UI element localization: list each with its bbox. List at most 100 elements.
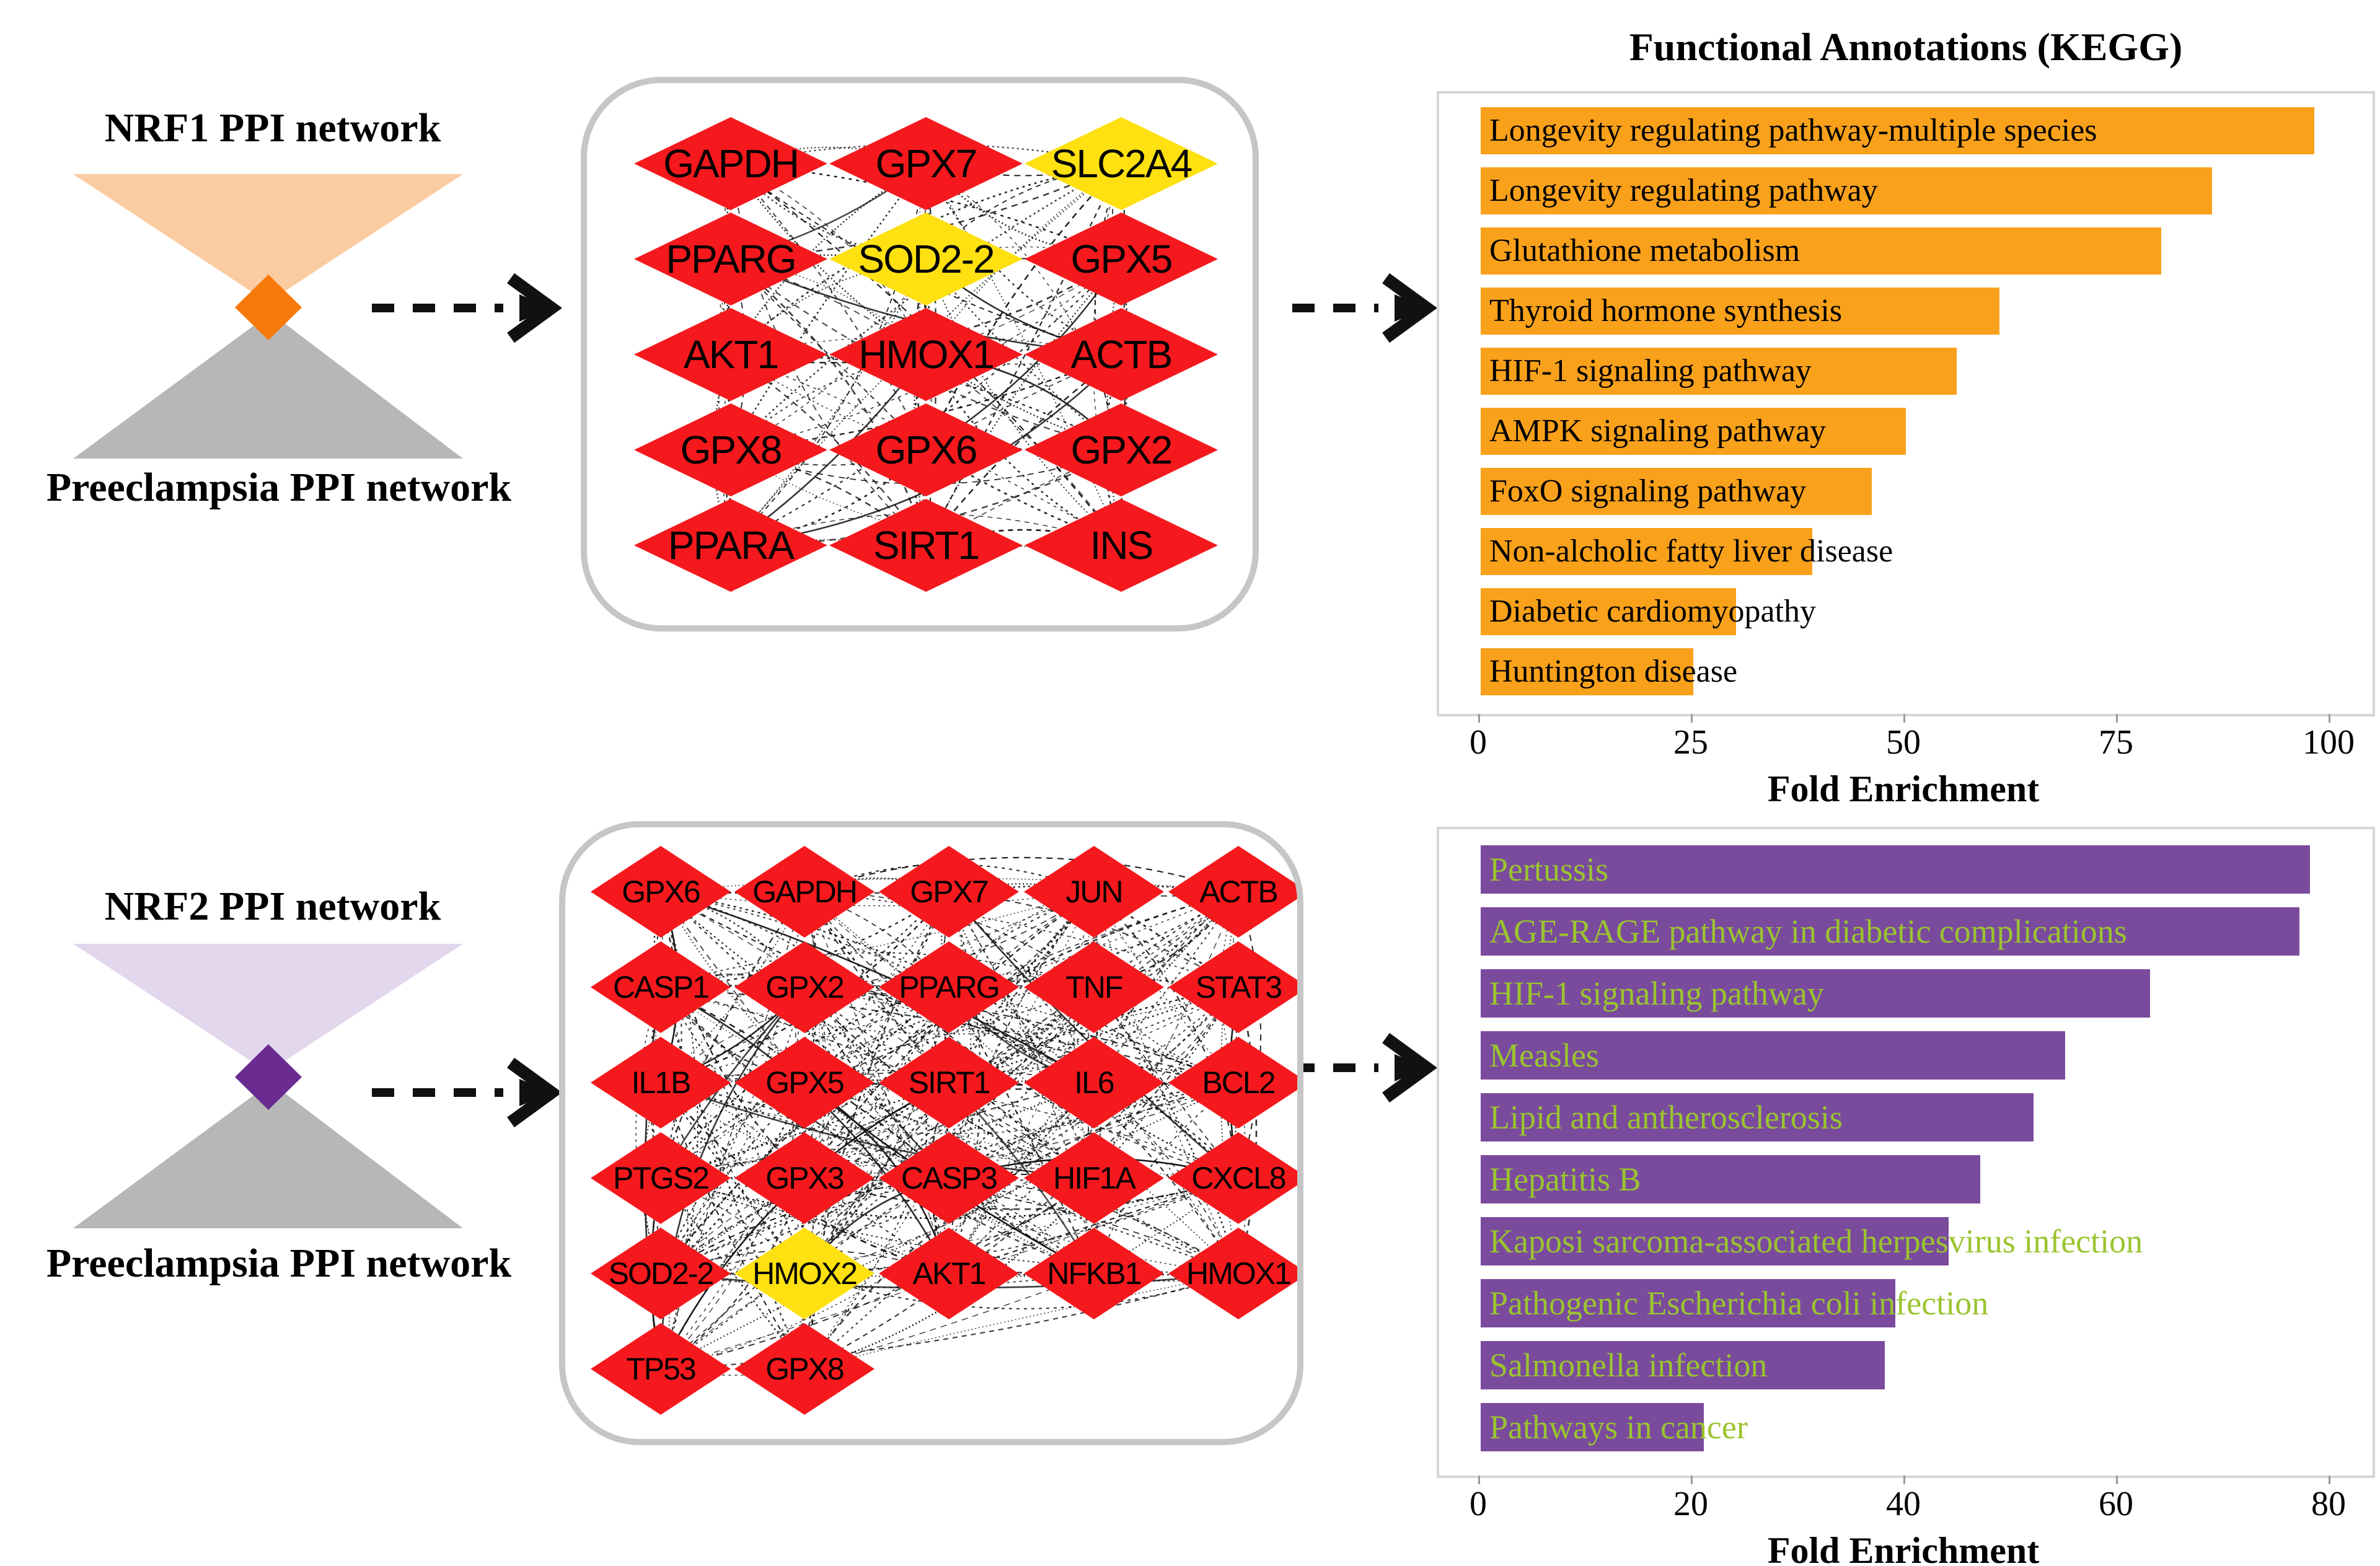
x-axis-tick xyxy=(1691,1476,1693,1484)
gene-node-label: PPARA xyxy=(668,523,795,568)
gene-node-label: CXCL8 xyxy=(1191,1161,1286,1195)
gene-node-label: SIRT1 xyxy=(873,523,980,568)
ppi-edge xyxy=(729,163,927,546)
nrf2-network-title: NRF2 PPI network xyxy=(104,884,441,929)
x-axis-tick xyxy=(1903,1476,1905,1484)
ppi-edge xyxy=(659,987,806,1370)
bar-category-label: Measles xyxy=(1489,1037,1599,1074)
ppi-edge xyxy=(804,891,950,1274)
bar-pathogenic-escherichia-coli-infection xyxy=(1481,1279,1895,1327)
ppi-edge xyxy=(803,1081,1239,1370)
x-axis-tick xyxy=(2329,714,2330,723)
bar-category-label: Diabetic cardiomyopathy xyxy=(1489,594,1817,629)
x-axis-tick-label: 40 xyxy=(1886,1485,1921,1523)
ppi-edge xyxy=(804,1177,1239,1274)
x-axis-tick xyxy=(1478,714,1480,723)
gene-node-label: SOD2-2 xyxy=(608,1256,715,1291)
bar-category-label: AGE-RAGE pathway in diabetic complicatio… xyxy=(1489,913,2127,950)
nrf1-overlap-hourglass-icon xyxy=(73,174,463,459)
ppi-edge xyxy=(948,987,1239,1274)
x-axis-tick xyxy=(1478,1476,1480,1484)
nrf2-triangle-icon xyxy=(73,944,463,1072)
gene-node-label: GPX6 xyxy=(622,874,700,909)
ppi-edge xyxy=(948,987,1095,1274)
ppi-edge xyxy=(660,891,1095,907)
gene-node-label: ACTB xyxy=(1199,874,1278,909)
ppi-edge xyxy=(660,1174,1095,1274)
x-axis-tick xyxy=(1691,714,1693,723)
ppi-edge xyxy=(948,987,1095,1274)
bar-category-label: Lipid and antherosclerosis xyxy=(1489,1099,1843,1136)
ppi-edge xyxy=(729,163,927,451)
bar-lipid-and-antherosclerosis xyxy=(1481,1093,2034,1142)
kegg-chart-title: Functional Annotations (KEGG) xyxy=(1629,25,2183,69)
gene-node-label: NFKB1 xyxy=(1047,1256,1142,1291)
ppi-edge xyxy=(660,1082,1095,1370)
gene-node-label: GPX5 xyxy=(765,1065,844,1100)
ppi-edge xyxy=(804,986,1239,1179)
ppi-edge xyxy=(1093,891,1239,1179)
ppi-edge xyxy=(804,1177,1239,1274)
bar-category-label: Non-alcholic fatty liver disease xyxy=(1489,534,1893,569)
gene-node-label: SIRT1 xyxy=(908,1065,991,1100)
ppi-edge xyxy=(660,1272,1239,1370)
ppi-edge xyxy=(660,891,950,1179)
ppi-edge xyxy=(660,891,1095,1179)
ppi-edge xyxy=(1093,891,1240,1179)
ppi-edge xyxy=(660,891,1095,1274)
gene-node-label: PTGS2 xyxy=(613,1161,710,1195)
x-axis-tick-label: 0 xyxy=(1470,723,1487,762)
bar-category-label: Kaposi sarcoma-associated herpesvirus in… xyxy=(1489,1223,2143,1260)
gene-node-label: HMOX1 xyxy=(858,332,995,377)
bar-hif-1-signaling-pathway xyxy=(1481,348,1957,395)
bar-category-label: HIF-1 signaling pathway xyxy=(1489,975,1824,1012)
bar-hepatitis-b xyxy=(1481,1155,1980,1203)
ppi-edge xyxy=(948,891,1095,1179)
ppi-edge xyxy=(660,891,950,1274)
gene-node-label: HMOX2 xyxy=(752,1256,858,1291)
ppi-edge xyxy=(660,1177,805,1274)
gene-node-label: CASP3 xyxy=(901,1161,998,1195)
ppi-edge xyxy=(1093,1177,1239,1274)
bar-category-label: Pertussis xyxy=(1489,851,1609,888)
gene-node-label: GPX3 xyxy=(765,1161,844,1195)
bar-category-label: Salmonella infection xyxy=(1489,1347,1768,1384)
ppi-edge xyxy=(1093,891,1239,1083)
ppi-edge xyxy=(660,987,805,1274)
bar-longevity-regulating-pathway xyxy=(1481,167,2212,214)
ppi-edge xyxy=(730,163,927,546)
bar-category-label: Thyroid hormone synthesis xyxy=(1489,293,1843,328)
gene-node-label: STAT3 xyxy=(1195,970,1282,1005)
ppi-edge xyxy=(804,891,1239,1274)
gene-node-label: GPX2 xyxy=(1070,428,1173,472)
gene-node-label: CASP1 xyxy=(613,970,710,1005)
preeclampsia-triangle-icon xyxy=(73,313,463,459)
bar-category-label: Glutathione metabolism xyxy=(1489,233,1800,268)
bar-glutathione-metabolism xyxy=(1481,227,2161,275)
gene-node-label: TP53 xyxy=(626,1352,697,1386)
ppi-edge xyxy=(660,952,1095,988)
ppi-edge xyxy=(660,891,950,1084)
gene-node-label: GAPDH xyxy=(663,141,800,186)
ppi-edge xyxy=(660,1082,805,1370)
ppi-edge xyxy=(660,1079,1095,1084)
ppi-edge xyxy=(804,891,1239,1179)
gene-node-label: GPX2 xyxy=(765,970,844,1005)
ppi-edge xyxy=(730,163,1122,546)
ppi-edge xyxy=(730,163,927,451)
ppi-edge xyxy=(660,891,950,1370)
ppi-edge xyxy=(804,891,1239,1370)
ppi-edge xyxy=(1093,987,1239,1179)
x-axis-tick-label: 100 xyxy=(2303,723,2355,762)
bar-hif-1-signaling-pathway xyxy=(1481,969,2150,1018)
ppi-edge xyxy=(730,539,927,546)
ppi-edge xyxy=(660,987,806,1274)
gene-node-label: HMOX1 xyxy=(1186,1256,1292,1291)
gene-node-label: GPX5 xyxy=(1070,237,1173,281)
dashed-arrow-icon xyxy=(1292,273,1438,343)
bar-category-label: Longevity regulating pathway-multiple sp… xyxy=(1489,113,2097,148)
ppi-edge xyxy=(660,891,1239,1274)
ppi-edge xyxy=(925,163,1122,546)
